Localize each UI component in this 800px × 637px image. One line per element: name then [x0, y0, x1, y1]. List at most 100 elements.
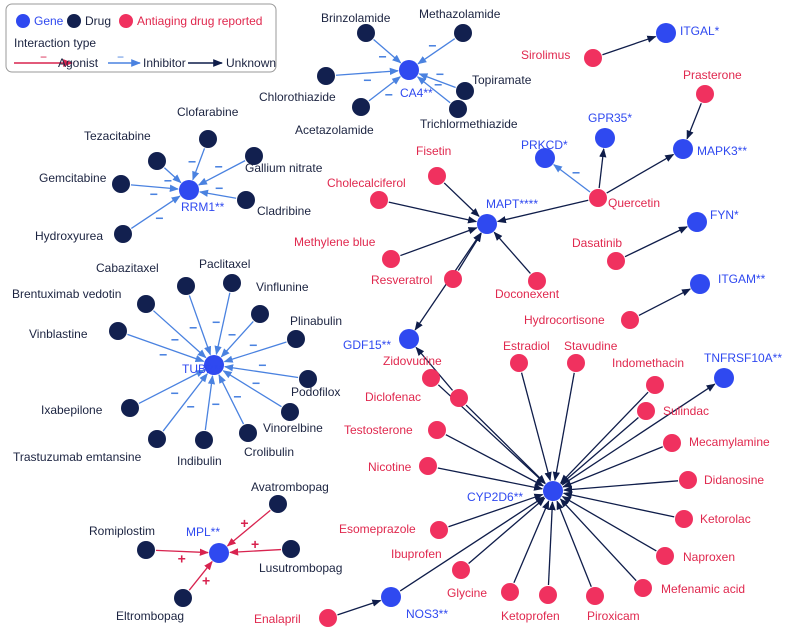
node-label: Trichlormethiazide [420, 117, 518, 131]
node-label: Ketorolac [700, 512, 751, 526]
edge-quercetin-to-gpr35 [598, 148, 607, 189]
edge-ketorolac-to-cyp2d6 [562, 491, 675, 518]
legend: Gene Drug Antiaging drug reported Intera… [5, 3, 277, 73]
gene-dot [477, 214, 497, 234]
legend-agonist-sign: − [40, 50, 47, 64]
edge-diclofenac-to-gdf15 [415, 346, 454, 391]
node-vinorelbine: Vinorelbine [263, 403, 323, 435]
node-label: Fisetin [416, 144, 451, 158]
node-trastuzumab: Trastuzumab emtansine [13, 430, 166, 464]
drug-dot [112, 175, 130, 193]
edge-sulindac-to-cyp2d6 [560, 417, 639, 485]
node-label: Ibuprofen [391, 547, 442, 561]
edge-sign-gemcitabine-to-rrm1: − [150, 186, 158, 202]
drug-dot [454, 24, 472, 42]
node-mapk3: MAPK3** [673, 139, 747, 159]
drug-dot [174, 589, 192, 607]
edge-sign-paclitaxel-to-tubb: − [212, 314, 220, 330]
node-mecamylamine: Mecamylamine [663, 434, 770, 452]
node-avatrombopag: Avatrombopag [251, 480, 329, 513]
node-indomethacin: Indomethacin [612, 356, 684, 394]
edge-indibulin-to-tubb [204, 375, 216, 431]
edge-sign-brinzolamide-to-ca4: − [378, 48, 386, 64]
node-ketorolac: Ketorolac [675, 510, 751, 528]
node-brinzolamide: Brinzolamide [321, 11, 391, 42]
node-trichlormethiazide: Trichlormethiazide [420, 100, 518, 131]
node-label: Romiplostim [89, 524, 155, 538]
node-rrm1: RRM1** [179, 180, 225, 214]
edge-sign-topiramate-to-ca4: − [436, 66, 444, 82]
node-cholecalciferol: Cholecalciferol [327, 176, 406, 209]
node-label: Brentuximab vedotin [12, 287, 121, 301]
node-label: Gemcitabine [39, 171, 107, 185]
node-brentuximab: Brentuximab vedotin [12, 287, 155, 313]
node-cabazitaxel: Cabazitaxel [96, 261, 195, 295]
drug-dot [239, 424, 257, 442]
node-label: Didanosine [704, 473, 764, 487]
node-label: Stavudine [564, 339, 618, 353]
edge-quercetin-to-mapk3 [606, 153, 675, 194]
edge-ixabepilone-to-tubb [138, 369, 206, 405]
antiaging-dot [646, 376, 664, 394]
node-label: Paclitaxel [199, 257, 250, 271]
node-label: Sulindac [663, 404, 709, 418]
node-label: Nicotine [368, 460, 412, 474]
edge-clofarabine-to-rrm1 [192, 148, 206, 181]
edge-naproxen-to-cyp2d6 [561, 495, 657, 552]
node-label: Lusutrombopag [259, 561, 342, 575]
node-label: Ketoprofen [501, 609, 560, 623]
node-indibulin: Indibulin [177, 431, 222, 468]
edge-cyp2d6-to-tnfrsf10a [561, 383, 716, 486]
node-topiramate: Topiramate [456, 73, 532, 100]
node-label: Crolibulin [244, 445, 294, 459]
edge-nicotine-to-cyp2d6 [437, 467, 544, 491]
node-label: Glycine [447, 586, 487, 600]
antiaging-dot [621, 311, 639, 329]
node-ketoprofen: Ketoprofen [501, 586, 560, 623]
node-label: ITGAM** [718, 272, 766, 286]
antiaging-dot [428, 421, 446, 439]
edge-acetazolamide-to-ca4 [368, 76, 402, 102]
node-label: ITGAL* [680, 24, 720, 38]
legend-gene-dot [16, 14, 30, 28]
node-mpl: MPL** [186, 525, 229, 563]
edge-glycine-to-cyp2d6 [513, 500, 550, 584]
antiaging-dot [696, 85, 714, 103]
node-label: Cabazitaxel [96, 261, 159, 275]
node-label: Enalapril [254, 612, 301, 626]
node-vinblastine: Vinblastine [29, 322, 127, 341]
drug-dot [245, 147, 263, 165]
node-mefenamic: Mefenamic acid [634, 579, 745, 597]
antiaging-dot [510, 354, 528, 372]
node-label: Plinabulin [290, 314, 342, 328]
gene-dot [535, 148, 555, 168]
node-resveratrol: Resveratrol [371, 270, 462, 288]
edge-sign-romiplostim-to-mpl: + [178, 550, 186, 566]
antiaging-dot [679, 471, 697, 489]
edge-sign-trastuzumab-to-tubb: − [187, 399, 195, 415]
drug-dot [456, 82, 474, 100]
antiaging-dot [567, 354, 585, 372]
edge-sign-cabazitaxel-to-tubb: − [189, 319, 197, 335]
edge-sign-avatrombopag-to-mpl: + [240, 515, 248, 531]
node-plinabulin: Plinabulin [287, 314, 342, 348]
edge-sign-brentuximab-to-tubb: − [171, 331, 179, 347]
legend-drug-dot [67, 14, 81, 28]
node-vinflunine: Vinflunine [251, 280, 309, 323]
antiaging-dot [634, 579, 652, 597]
gene-dot [399, 60, 419, 80]
edge-crolibulin-to-tubb [218, 374, 245, 425]
node-hydroxyurea: Hydroxyurea [35, 225, 132, 243]
node-label: Diclofenac [365, 390, 421, 404]
edge-avatrombopag-to-mpl [226, 509, 271, 547]
edge-trichlormethiazide-to-ca4 [416, 76, 451, 104]
drug-dot [251, 305, 269, 323]
drug-dot [137, 295, 155, 313]
node-acetazolamide: Acetazolamide [295, 98, 374, 137]
edge-prasterone-to-mapk3 [686, 103, 702, 140]
edge-tezacitabine-to-rrm1 [163, 167, 182, 184]
node-mapt: MAPT**** [477, 197, 538, 234]
node-dasatinib: Dasatinib [572, 236, 625, 270]
node-label: Vinorelbine [263, 421, 323, 435]
gene-dot [381, 587, 401, 607]
